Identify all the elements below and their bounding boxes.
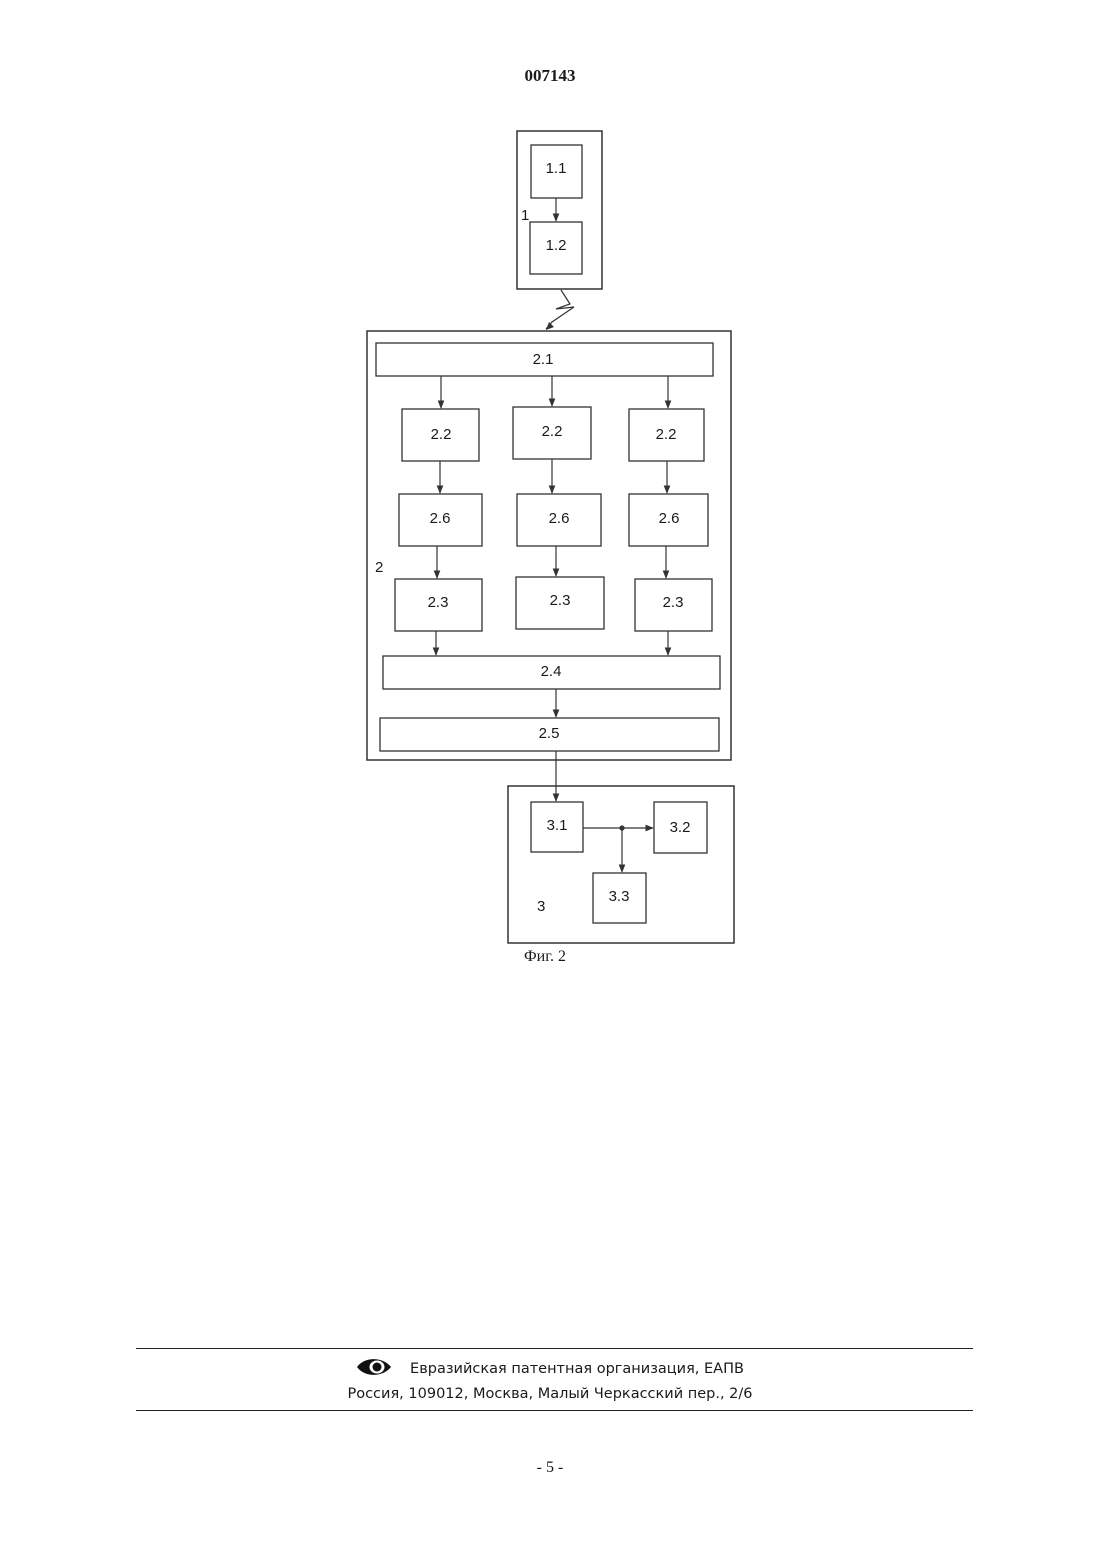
block-2-6c-label: 2.6 [659,510,680,527]
eapo-logo-icon [356,1356,392,1382]
wireless-link-arrowhead [546,322,554,330]
unit-3-label: 3 [537,898,545,915]
block-2-2b-label: 2.2 [542,423,563,440]
block-2-6a-label: 2.6 [430,510,451,527]
block-1-2-label: 1.2 [546,237,567,254]
footer-top-rule [136,1348,973,1349]
block-2-2a-label: 2.2 [431,426,452,443]
block-2-4-label: 2.4 [541,663,562,680]
footer-bottom-rule [136,1410,973,1411]
unit-3-frame [508,786,734,943]
block-3-2-label: 3.2 [670,819,691,836]
block-2-5-label: 2.5 [539,725,560,742]
unit-1-label: 1 [521,207,529,224]
wireless-link-icon [546,290,574,329]
block-3-1-label: 3.1 [547,817,568,834]
page-number: - 5 - [0,1459,1100,1477]
block-3-3-label: 3.3 [609,888,630,905]
block-1-1-label: 1.1 [546,160,567,177]
block-2-3c-label: 2.3 [663,594,684,611]
footer-organization-line: Евразийская патентная организация, ЕАПВ [0,1356,1100,1382]
figure-caption: Фиг. 2 [524,948,566,966]
block-2-1-label: 2.1 [533,351,554,368]
block-2-6b-label: 2.6 [549,510,570,527]
footer-address: Россия, 109012, Москва, Малый Черкасский… [0,1386,1100,1402]
organization-name: Евразийская патентная организация, ЕАПВ [410,1361,744,1377]
block-diagram: 1.1 1.2 1 2 2.1 2.2 2.2 2.2 2.6 2.6 2.6 … [0,0,1100,1000]
block-2-3b-label: 2.3 [550,592,571,609]
block-2-2c-label: 2.2 [656,426,677,443]
block-2-3a-label: 2.3 [428,594,449,611]
unit-2-label: 2 [375,559,383,576]
